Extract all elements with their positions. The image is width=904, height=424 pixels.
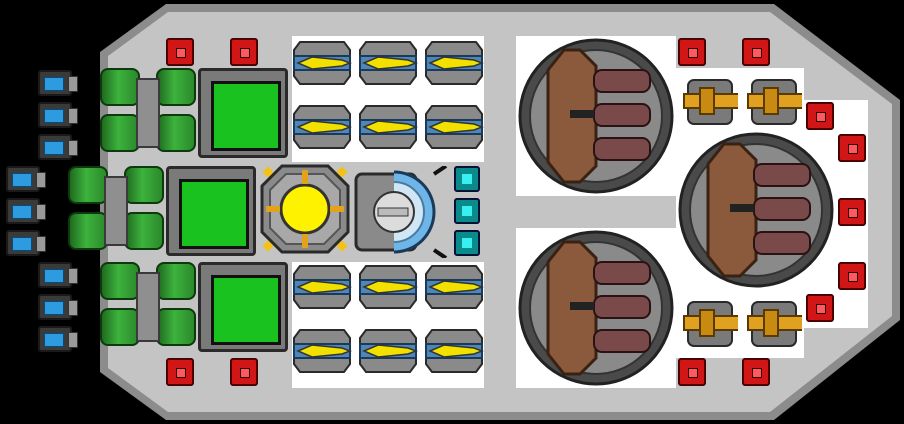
storage-icon (211, 81, 281, 151)
red-light-icon (838, 198, 866, 226)
turret-icon[interactable] (516, 228, 676, 388)
cockpit-icon (354, 164, 448, 260)
storage-bottom[interactable] (198, 262, 288, 352)
red-light-icon (806, 294, 834, 322)
thruster-icon[interactable] (38, 134, 78, 160)
tank-cylinder (68, 166, 108, 204)
tank-cylinder (68, 212, 108, 250)
reactor-core[interactable] (260, 164, 350, 254)
tank-pipe (136, 272, 160, 342)
missile-icon[interactable] (292, 40, 353, 86)
missile-icon[interactable] (292, 264, 353, 310)
gas-tank-icon[interactable] (68, 166, 164, 256)
missile-icon[interactable] (424, 264, 485, 310)
missile-icon[interactable] (292, 328, 353, 374)
thruster-icon[interactable] (38, 262, 78, 288)
tank-cylinder (156, 68, 196, 106)
cyan-light-icon (454, 166, 480, 192)
tank-pipe (136, 78, 160, 148)
cyan-light-icon (454, 230, 480, 256)
red-light-icon (838, 134, 866, 162)
missile-icon[interactable] (358, 40, 419, 86)
storage-middle[interactable] (166, 166, 256, 256)
tank-cylinder (124, 212, 164, 250)
missile-icon[interactable] (358, 264, 419, 310)
missile-icon[interactable] (424, 40, 485, 86)
railgun-icon[interactable] (682, 74, 745, 130)
missile-icon[interactable] (292, 104, 353, 150)
thruster-icon[interactable] (38, 70, 78, 96)
railgun-icon[interactable] (746, 296, 809, 352)
missile-icon[interactable] (424, 104, 485, 150)
tank-cylinder (124, 166, 164, 204)
railgun-icon[interactable] (682, 296, 745, 352)
red-light-icon (230, 38, 258, 66)
storage-icon (179, 179, 249, 249)
thruster-icon[interactable] (38, 102, 78, 128)
thruster-icon[interactable] (6, 166, 46, 192)
turret-icon[interactable] (516, 36, 676, 196)
missile-icon[interactable] (424, 328, 485, 374)
tank-cylinder (100, 114, 140, 152)
red-light-icon (166, 38, 194, 66)
red-light-icon (742, 38, 770, 66)
storage-icon (211, 275, 281, 345)
tank-pipe (104, 176, 128, 246)
thruster-icon[interactable] (38, 294, 78, 320)
missile-icon[interactable] (358, 104, 419, 150)
cockpit-module[interactable] (354, 164, 450, 260)
cyan-light-icon (454, 198, 480, 224)
gas-tank-icon[interactable] (100, 262, 196, 352)
red-light-icon (806, 102, 834, 130)
railgun-icon[interactable] (746, 74, 809, 130)
tank-cylinder (156, 114, 196, 152)
tank-cylinder (100, 308, 140, 346)
thruster-icon[interactable] (6, 198, 46, 224)
reactor-icon (260, 164, 350, 254)
thruster-icon[interactable] (38, 326, 78, 352)
red-light-icon (678, 358, 706, 386)
tank-cylinder (100, 68, 140, 106)
storage-top[interactable] (198, 68, 288, 158)
missile-icon[interactable] (358, 328, 419, 374)
tank-cylinder (100, 262, 140, 300)
red-light-icon (838, 262, 866, 290)
red-light-icon (742, 358, 770, 386)
red-light-icon (166, 358, 194, 386)
turret-icon[interactable] (676, 130, 836, 290)
red-light-icon (230, 358, 258, 386)
tank-cylinder (156, 262, 196, 300)
red-light-icon (678, 38, 706, 66)
thruster-icon[interactable] (6, 230, 46, 256)
tank-cylinder (156, 308, 196, 346)
gas-tank-icon[interactable] (100, 68, 196, 158)
